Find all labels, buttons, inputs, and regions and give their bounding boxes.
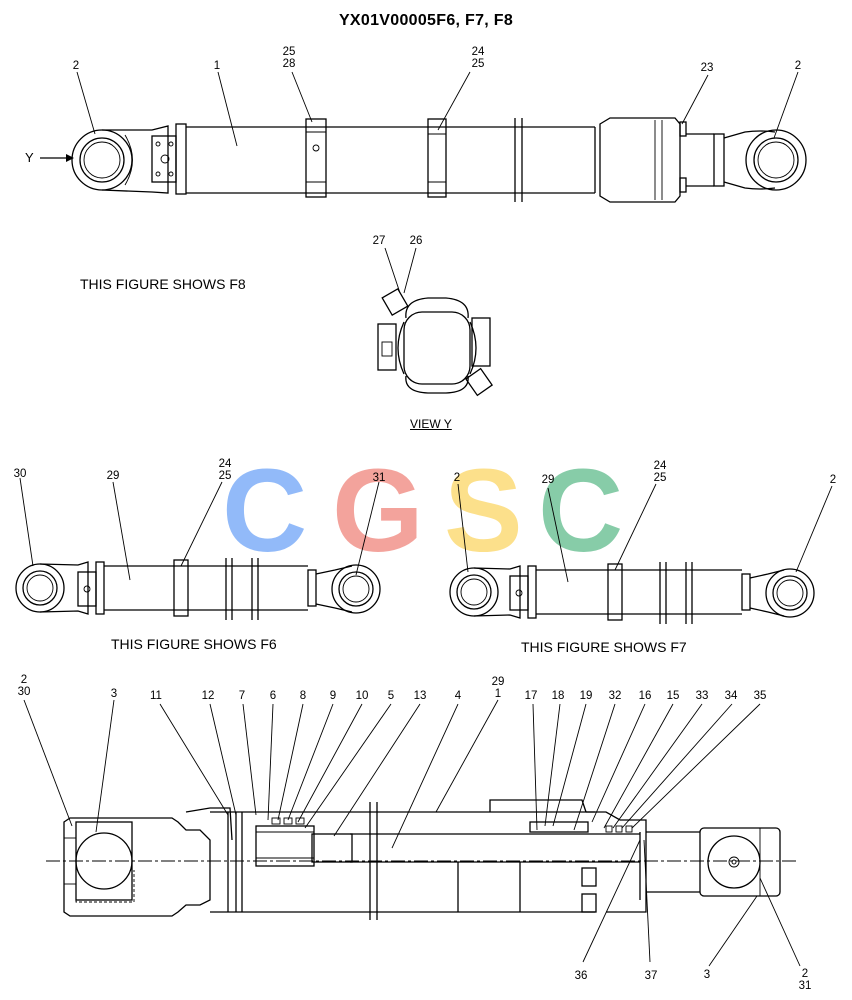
callout-label: 28 xyxy=(282,58,296,70)
watermark-letter-c2: C xyxy=(538,445,624,577)
callout-label: 11 xyxy=(150,690,162,702)
callout-label: 3 xyxy=(703,969,711,981)
callout-label: 24 xyxy=(218,458,232,470)
callout-label: 17 xyxy=(524,690,538,702)
callout-label: 27 xyxy=(372,235,386,247)
watermark-letter-g: G xyxy=(332,445,424,577)
arrow-y-label: Y xyxy=(25,150,34,165)
callout-label: 25 xyxy=(282,46,296,58)
callout-label: 1 xyxy=(213,60,221,72)
callout-label: 16 xyxy=(638,690,652,702)
callout-label: 10 xyxy=(355,690,369,702)
callout-label: 35 xyxy=(753,690,767,702)
callout-label: 25 xyxy=(218,470,232,482)
callout-label: 2 xyxy=(829,474,837,486)
caption-view-y: VIEW Y xyxy=(410,417,452,431)
callout-label: 2 xyxy=(20,674,28,686)
callout-label: 24 xyxy=(653,460,667,472)
cylinder-section xyxy=(46,799,796,920)
callout-label: 6 xyxy=(269,690,277,702)
callout-label: 7 xyxy=(238,690,246,702)
callout-label: 2 xyxy=(801,968,809,980)
callout-label: 25 xyxy=(471,58,485,70)
callout-label: 31 xyxy=(372,472,386,484)
callout-label: 33 xyxy=(695,690,709,702)
callout-label: 2 xyxy=(794,60,802,72)
caption-f7: THIS FIGURE SHOWS F7 xyxy=(521,639,687,655)
callout-label: 36 xyxy=(574,970,588,982)
callout-label: 8 xyxy=(299,690,307,702)
view-y-drawing xyxy=(377,247,494,397)
cylinder-f6 xyxy=(15,477,381,620)
callout-label: 29 xyxy=(541,474,555,486)
callout-label: 29 xyxy=(106,470,120,482)
watermark-letter-s: S xyxy=(444,445,523,577)
callout-label: 24 xyxy=(471,46,485,58)
diagram-title: YX01V00005F6, F7, F8 xyxy=(338,12,514,29)
leaders-bottom xyxy=(23,699,801,967)
callout-label: 30 xyxy=(17,686,31,698)
callout-label: 31 xyxy=(798,980,812,992)
callout-label: 12 xyxy=(201,690,215,702)
cylinder-f8 xyxy=(40,117,807,203)
callout-label: 29 xyxy=(491,676,505,688)
callout-label: 34 xyxy=(724,690,738,702)
callout-label: 3 xyxy=(110,688,118,700)
callout-label: 25 xyxy=(653,472,667,484)
callout-label: 37 xyxy=(644,970,658,982)
caption-f8: THIS FIGURE SHOWS F8 xyxy=(80,276,246,292)
callout-label: 13 xyxy=(413,690,427,702)
callout-label: 4 xyxy=(454,690,462,702)
watermark-letter-c1: C xyxy=(222,445,308,577)
callout-label: 26 xyxy=(409,235,423,247)
callout-label: 15 xyxy=(666,690,680,702)
callout-label: 18 xyxy=(551,690,565,702)
callout-label: 2 xyxy=(72,60,80,72)
callout-label: 5 xyxy=(387,690,395,702)
cylinder-f7 xyxy=(449,483,833,624)
callout-label: 1 xyxy=(494,688,502,700)
callout-label: 19 xyxy=(579,690,593,702)
callout-label: 30 xyxy=(13,468,27,480)
callout-label: 32 xyxy=(608,690,622,702)
callout-label: 2 xyxy=(453,472,461,484)
callout-label: 23 xyxy=(700,62,714,74)
caption-f6: THIS FIGURE SHOWS F6 xyxy=(111,636,277,652)
callout-label: 9 xyxy=(329,690,337,702)
leaders-top xyxy=(76,71,799,147)
